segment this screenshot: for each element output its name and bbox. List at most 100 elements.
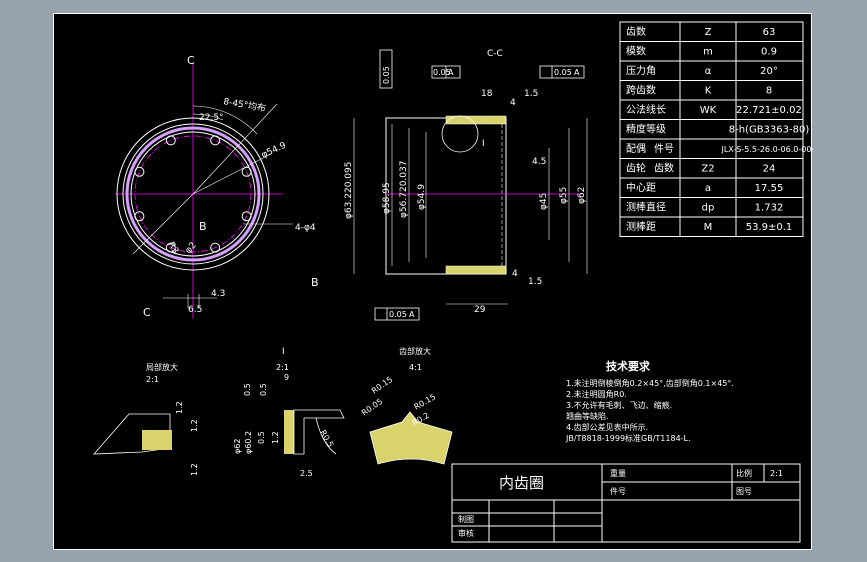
section-hatch-bottom bbox=[445, 265, 507, 275]
detail-a-hatch bbox=[142, 430, 172, 450]
tolerance-frame-2: 0.05 A bbox=[539, 65, 585, 79]
table-label: 模数 bbox=[626, 45, 646, 58]
table-value: 22.721±0.02 bbox=[736, 105, 802, 116]
leader-r3 bbox=[132, 193, 194, 255]
front-view: C C B B 8-45°均布 22.5° φ54.9 4-φ4 R3 φ2 4… bbox=[115, 54, 319, 319]
drawing-canvas: C C B B 8-45°均布 22.5° φ54.9 4-φ4 R3 φ2 4… bbox=[93, 21, 817, 543]
table-value: 20° bbox=[760, 66, 778, 77]
detail-i-circle bbox=[441, 115, 479, 153]
table-value: 8 bbox=[766, 86, 772, 97]
detail-a-scale: 2:1 bbox=[146, 375, 159, 384]
tech-requirements: 技术要求 1.未注明倒棱倒角0.2×45°,齿部倒角0.1×45°.2.未注明圆… bbox=[565, 359, 734, 443]
detail-i-phi60: φ60.2 bbox=[244, 431, 253, 454]
tech-line: 1.未注明倒棱倒角0.2×45°,齿部倒角0.1×45°. bbox=[566, 378, 734, 388]
tol-v-value: 0.05 bbox=[382, 66, 391, 84]
detail-i-r05: R0.5 bbox=[318, 429, 335, 449]
drawing-no-label: 图号 bbox=[736, 487, 752, 496]
detail-i-9: 9 bbox=[284, 373, 289, 382]
table-label: 测棒直径 bbox=[626, 201, 666, 214]
detail-i-12: 1.2 bbox=[271, 431, 280, 444]
section-hatch-top bbox=[445, 115, 507, 125]
table-value: 17.55 bbox=[755, 183, 784, 194]
detail-i-marker: I bbox=[482, 139, 485, 149]
tooth-ring bbox=[125, 126, 261, 262]
detail-c-r005: R0.05 bbox=[360, 397, 384, 418]
drawn-label: 制图 bbox=[458, 514, 474, 524]
detail-i-scale: 2:1 bbox=[276, 363, 289, 372]
dim-43: 4.3 bbox=[211, 289, 225, 299]
table-value: 53.9±0.1 bbox=[746, 222, 793, 233]
table-symbol: m bbox=[703, 47, 713, 58]
detail-i-25: 2.5 bbox=[300, 469, 313, 478]
tolerance-frame-1: 0.05 A bbox=[431, 65, 461, 79]
table-label: 压力角 bbox=[626, 64, 656, 77]
table-label: 齿数 bbox=[626, 25, 646, 38]
checked-label: 审核 bbox=[458, 528, 474, 538]
dim-phi567: φ56.720.037 bbox=[399, 161, 409, 218]
dim-pattern: 8-45°均布 bbox=[222, 95, 266, 114]
dim-angle: 22.5° bbox=[199, 113, 224, 123]
mounting-hole bbox=[210, 135, 221, 146]
table-value: JLX-S-5.5-26.0-06.0-004 bbox=[720, 145, 813, 154]
table-sublabel: 齿数 bbox=[654, 162, 674, 175]
table-symbol: dp bbox=[702, 203, 715, 214]
detail-a-label: 局部放大 bbox=[146, 362, 178, 372]
detail-a-dim-12c: 1.2 bbox=[190, 463, 199, 476]
section-label: C-C bbox=[487, 49, 503, 59]
dim-phi589: φ58.95 bbox=[382, 182, 392, 214]
dim-bolt-circle: φ54.9 bbox=[260, 141, 288, 161]
dim-15-top: 1.5 bbox=[524, 89, 538, 99]
detail-a-dim-12: 1.2 bbox=[175, 401, 184, 414]
detail-i-05b: 0.5 bbox=[259, 383, 268, 396]
holes-group bbox=[134, 135, 252, 253]
detail-view-c: 齿部放大 4:1 R0.15 R0.15 R0.05 R0.2 bbox=[360, 346, 453, 465]
cut-label-b-inner: B bbox=[199, 220, 207, 233]
detail-i-curve bbox=[315, 417, 337, 455]
cut-label-c-bottom: C bbox=[143, 306, 151, 319]
scale-value: 2:1 bbox=[770, 469, 783, 478]
dim-45: 4.5 bbox=[532, 157, 546, 167]
table-value: 24 bbox=[763, 164, 776, 175]
table-border bbox=[619, 21, 804, 237]
tech-line: 2.未注明圆角R0. bbox=[566, 389, 627, 399]
tol-1-value: 0.05 bbox=[433, 68, 451, 77]
table-symbol: M bbox=[704, 222, 713, 233]
section-view: C-C I 0.05 A bbox=[344, 49, 588, 321]
tol-2-datum: A bbox=[574, 68, 580, 77]
table-symbol: K bbox=[705, 86, 712, 97]
detail-view-i: I 2:1 0.5 0.5 9 φ62 φ60.2 0.5 1.2 2.5 R0… bbox=[233, 347, 345, 478]
table-value: 0.9 bbox=[761, 47, 777, 58]
mounting-hole bbox=[210, 242, 221, 253]
table-label: 精度等级 bbox=[626, 123, 666, 136]
dim-4-top: 4 bbox=[510, 98, 516, 108]
mounting-hole bbox=[134, 211, 145, 222]
table-value: 1.732 bbox=[755, 203, 784, 214]
dim-phi62: φ62 bbox=[577, 187, 587, 204]
tol-1-datum: A bbox=[448, 68, 454, 77]
dim-holes: 4-φ4 bbox=[295, 223, 316, 233]
scale-label: 比例 bbox=[736, 468, 752, 478]
tolerance-frame-vertical: 0.05 bbox=[379, 49, 393, 89]
part-no-label: 件号 bbox=[610, 486, 626, 496]
tech-lines: 1.未注明倒棱倒角0.2×45°,齿部倒角0.1×45°.2.未注明圆角R0.3… bbox=[565, 378, 734, 443]
mounting-hole bbox=[165, 242, 176, 253]
table-symbol: Z2 bbox=[701, 164, 714, 175]
detail-c-scale: 4:1 bbox=[409, 363, 422, 372]
leader-angle bbox=[192, 103, 278, 195]
tech-line: 4.齿部公差见表中所示. bbox=[566, 422, 648, 432]
dim-18: 18 bbox=[481, 89, 493, 99]
tol-2-value: 0.05 bbox=[554, 68, 572, 77]
detail-i-05: 0.5 bbox=[243, 383, 252, 396]
table-sublabel: 件号 bbox=[654, 143, 674, 155]
tolerance-frame-bottom: 0.05 A bbox=[374, 307, 420, 321]
table-label: 测棒距 bbox=[626, 220, 656, 233]
inner-ring bbox=[130, 131, 256, 257]
drawing-sheet: C C B B 8-45°均布 22.5° φ54.9 4-φ4 R3 φ2 4… bbox=[53, 13, 817, 550]
title-block: 内齿圈 重量 件号 比例 2:1 图号 制图 审核 bbox=[451, 463, 801, 543]
weight-label: 重量 bbox=[610, 468, 626, 478]
detail-c-r015b: R0.15 bbox=[413, 392, 438, 411]
dim-29: 29 bbox=[474, 305, 486, 315]
tech-line: 3.不允许有毛刺、飞边、缩痕. bbox=[566, 400, 672, 410]
